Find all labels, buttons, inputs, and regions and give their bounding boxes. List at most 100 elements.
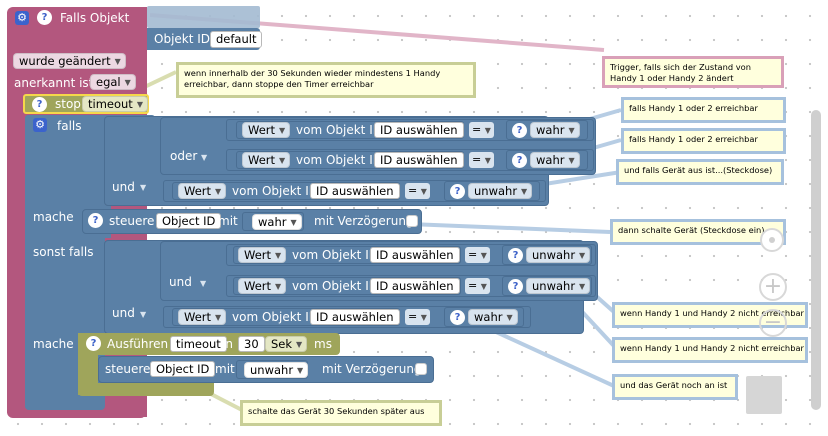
or-label: oder [170,149,198,163]
id-select-5[interactable]: ID auswählen [370,278,460,294]
help-icon[interactable]: ? [37,10,52,25]
chevron-down-icon: ▼ [114,57,121,66]
and-label-2: und [112,306,135,320]
comment-text: und das Gerät noch an ist [620,380,728,390]
chevron-down-icon: ▼ [521,187,528,196]
control-value-dropdown-2[interactable]: unwahr▼ [244,362,309,378]
chevron-down-icon: ▼ [215,313,222,322]
operator-dropdown-3[interactable]: = ▼ [405,183,430,199]
help-icon[interactable]: ? [512,153,527,168]
if-bottom-bar [25,396,47,410]
recenter-button[interactable] [760,228,784,252]
stop-timer-dropdown[interactable]: timeout▼ [82,96,148,112]
vertical-scrollbar[interactable] [811,110,821,410]
delay-checkbox-2[interactable] [415,363,427,375]
comment-text: falls Handy 1 oder 2 erreichbar [629,134,758,144]
gear-icon[interactable]: ⚙ [15,11,29,25]
ack-label: anerkannt ist [14,76,94,90]
chevron-down-icon: ▼ [279,156,286,165]
chevron-down-icon: ▼ [279,126,286,135]
comment-stop[interactable]: wenn innerhalb der 30 Sekunden wieder mi… [176,62,476,98]
zoom-in-button[interactable]: + [759,273,787,301]
value-dropdown-5[interactable]: Wert▼ [238,278,287,294]
chevron-down-icon: ▼ [215,187,222,196]
chevron-down-icon: ▼ [506,313,513,322]
do-label-1: mache [33,210,74,224]
timeout-bottom [78,383,214,396]
help-icon[interactable]: ? [508,279,523,294]
gear-icon[interactable]: ⚙ [33,118,47,132]
operator-dropdown-5[interactable]: = ▼ [465,278,490,294]
object-label-1: vom Objekt ID [296,123,382,137]
value-dropdown-6[interactable]: Wert▼ [178,309,227,325]
control-label-2: steuere [105,362,151,376]
chevron-down-icon: ▼ [201,153,208,162]
help-icon[interactable]: ? [450,310,465,325]
comment-4[interactable]: dann schalte Gerät (Steckdose ein) [610,219,786,245]
timeout-amount-field[interactable]: 30 [238,336,265,352]
help-icon[interactable]: ? [508,248,523,263]
comment-7[interactable]: und das Gerät noch an ist [612,374,738,400]
timeout-in-label: in [222,337,233,351]
delay-checkbox-1[interactable] [406,215,418,227]
help-icon[interactable]: ? [86,336,101,351]
comment-2[interactable]: falls Handy 1 oder 2 erreichbar [621,128,786,154]
operator-dropdown-4[interactable]: = ▼ [465,247,490,263]
bool-dropdown-4[interactable]: unwahr▼ [526,247,591,263]
if-label: falls [57,119,82,133]
object-label-4: vom Objekt ID [292,248,378,262]
control-object-1[interactable]: Object ID [156,213,222,229]
value-dropdown-1[interactable]: Wert▼ [242,122,291,138]
zoom-out-button[interactable]: − [759,309,787,337]
id-select-6[interactable]: ID auswählen [310,309,400,325]
help-icon[interactable]: ? [450,184,465,199]
id-select-2[interactable]: ID auswählen [374,152,464,168]
changed-dropdown[interactable]: wurde geändert▼ [13,53,126,69]
stop-label: stop [55,97,81,111]
control-label-1: steuere [109,214,155,228]
id-select-4[interactable]: ID auswählen [370,247,460,263]
operator-dropdown-2[interactable]: = ▼ [469,152,494,168]
control-value-dropdown-1[interactable]: wahr▼ [252,214,302,230]
timeout-unit-dropdown[interactable]: Sek▼ [265,336,308,352]
chevron-down-icon: ▼ [568,126,575,135]
operator-dropdown-1[interactable]: = ▼ [469,122,494,138]
object-id-row-1[interactable] [147,6,260,28]
bool-dropdown-2[interactable]: wahr▼ [530,152,580,168]
ack-dropdown[interactable]: egal▼ [90,74,136,90]
control-mit-2: mit [215,362,235,376]
help-icon[interactable]: ? [32,97,47,112]
chevron-down-icon: ▼ [568,156,575,165]
id-select-1[interactable]: ID auswählen [374,122,464,138]
help-icon[interactable]: ? [512,123,527,138]
chevron-down-icon: ▼ [124,78,131,87]
comment-trigger[interactable]: Trigger, falls sich der Zustand von Hand… [602,56,784,88]
value-dropdown-3[interactable]: Wert▼ [178,183,227,199]
object-id-field[interactable]: default [210,31,263,48]
control-object-2[interactable]: Object ID [150,361,216,377]
chevron-down-icon: ▼ [140,183,147,192]
timeout-name-field[interactable]: timeout [170,336,227,352]
comment-1[interactable]: falls Handy 1 oder 2 erreichbar [621,97,786,123]
comment-text: wenn innerhalb der 30 Sekunden wieder mi… [184,68,441,78]
value-dropdown-2[interactable]: Wert▼ [242,152,291,168]
comment-text: schalte das Gerät 30 Sekunden später aus [248,406,425,416]
bool-dropdown-5[interactable]: unwahr▼ [526,278,591,294]
comment-text: erreichbar, dann stoppe den Timer erreic… [184,79,374,89]
bool-dropdown-3[interactable]: unwahr▼ [468,183,533,199]
bool-dropdown-1[interactable]: wahr▼ [530,122,580,138]
comment-6[interactable]: wenn Handy 1 und Handy 2 nicht erreichba… [612,337,808,363]
operator-dropdown-6[interactable]: = ▼ [405,309,430,325]
id-select-3[interactable]: ID auswählen [310,183,400,199]
bool-dropdown-6[interactable]: wahr▼ [468,309,518,325]
value-dropdown-4[interactable]: Wert▼ [238,247,287,263]
delay-label-2: mit Verzögerung [322,362,422,376]
timeout-label: Ausführen [107,337,169,351]
comment-3[interactable]: und falls Gerät aus ist...(Steckdose) [616,159,784,185]
comment-text: und falls Gerät aus ist...(Steckdose) [624,165,773,175]
help-icon[interactable]: ? [88,213,103,228]
comment-8[interactable]: schalte das Gerät 30 Sekunden später aus [240,400,442,426]
trash-icon[interactable] [746,376,782,414]
chevron-down-icon: ▼ [297,366,304,375]
trigger-title: Falls Objekt [60,11,130,25]
